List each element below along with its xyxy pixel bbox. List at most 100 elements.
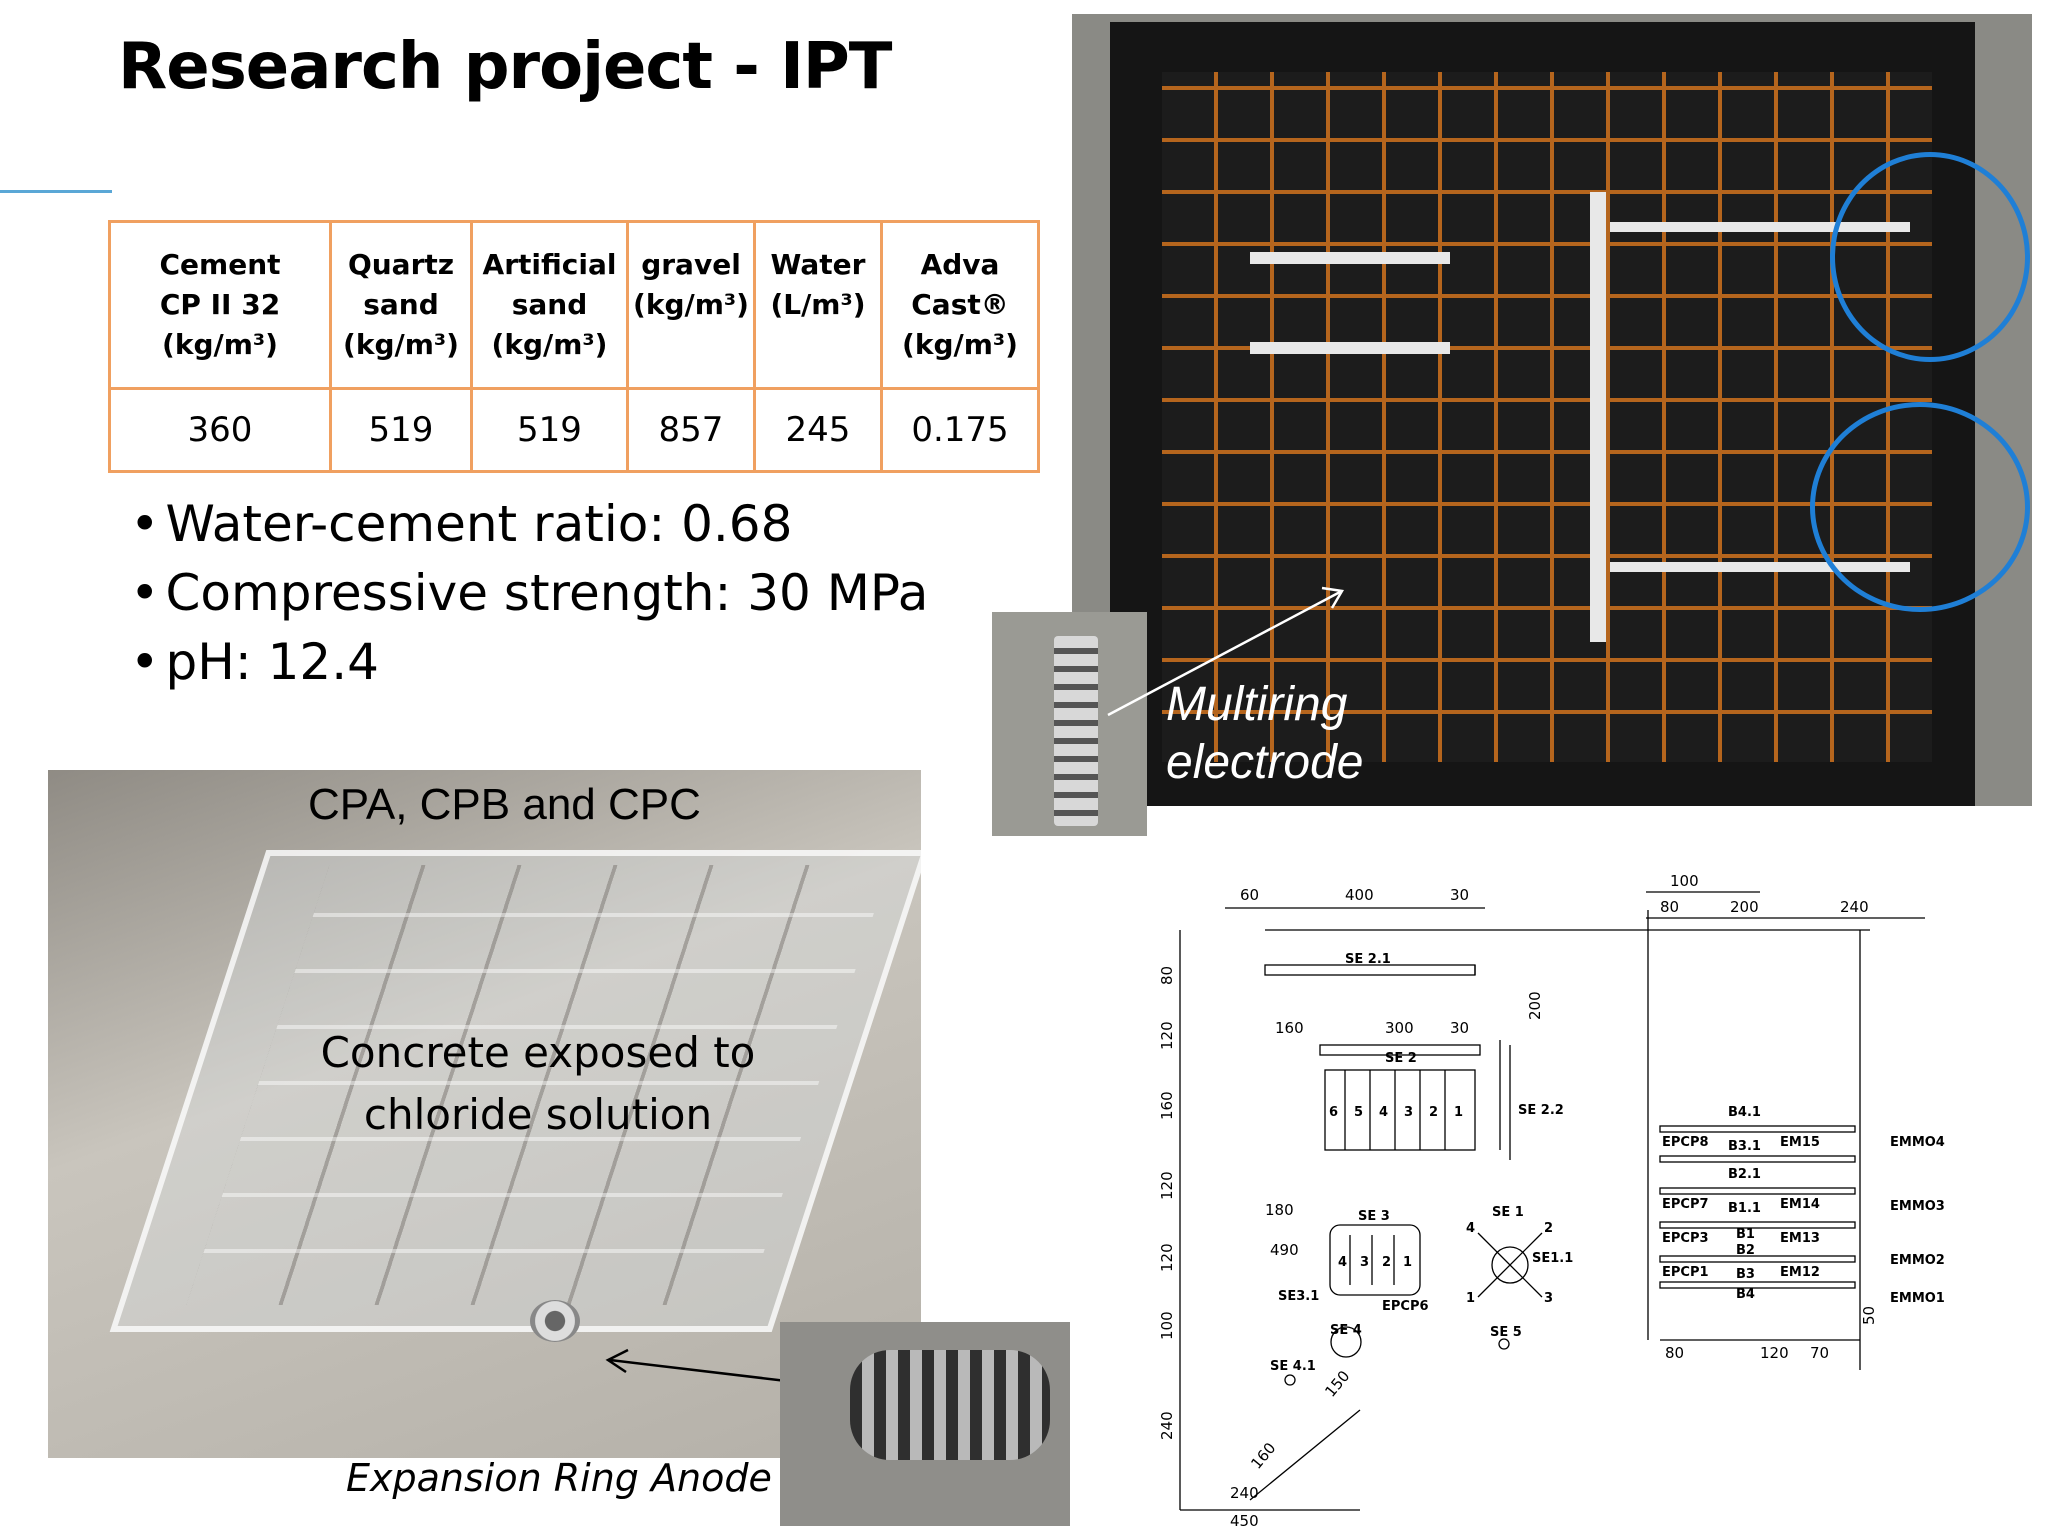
svg-text:120: 120 (1760, 1344, 1789, 1362)
rack-numbers: 6 5 4 3 2 1 4 3 2 1 4 2 1 3 (1329, 1105, 1553, 1306)
svg-text:6: 6 (1329, 1105, 1338, 1120)
svg-text:240: 240 (1230, 1484, 1259, 1502)
svg-text:450: 450 (1230, 1512, 1259, 1530)
svg-text:80: 80 (1158, 966, 1176, 985)
table-header-row: Cement CP II 32 (kg/m³) Quartz sand (kg/… (108, 220, 1040, 390)
svg-text:1: 1 (1403, 1255, 1412, 1270)
svg-text:120: 120 (1158, 1021, 1176, 1050)
svg-text:150: 150 (1321, 1367, 1353, 1401)
svg-text:4: 4 (1338, 1255, 1347, 1270)
svg-text:70: 70 (1810, 1344, 1829, 1362)
svg-text:240: 240 (1840, 898, 1869, 916)
cell-gravel: 857 (626, 387, 756, 473)
svg-text:490: 490 (1270, 1241, 1299, 1259)
svg-text:EMMO4: EMMO4 (1890, 1135, 1945, 1150)
svg-text:SE 2: SE 2 (1385, 1051, 1417, 1066)
svg-text:3: 3 (1404, 1105, 1413, 1120)
sensor-layout-drawing: 60 400 30 100 80 200 240 160 300 30 180 … (1158, 872, 1945, 1530)
header-cement: Cement CP II 32 (kg/m³) (108, 220, 332, 390)
header-artificial-sand: Artificial sand (kg/m³) (470, 220, 629, 390)
svg-text:160: 160 (1275, 1019, 1304, 1037)
svg-text:EPCP8: EPCP8 (1662, 1135, 1709, 1150)
svg-text:B1: B1 (1736, 1227, 1755, 1242)
svg-text:B3: B3 (1736, 1267, 1755, 1282)
svg-text:100: 100 (1670, 872, 1699, 890)
svg-text:240: 240 (1158, 1411, 1176, 1440)
pvc-rail (1590, 192, 1606, 642)
callout-arrow (1107, 586, 1345, 717)
svg-text:50: 50 (1860, 1306, 1878, 1325)
svg-text:B4: B4 (1736, 1287, 1755, 1302)
svg-text:SE 3: SE 3 (1358, 1209, 1390, 1224)
expansion-ring-anode-inset (780, 1322, 1070, 1526)
svg-text:SE 5: SE 5 (1490, 1325, 1522, 1340)
svg-text:SE 2.2: SE 2.2 (1518, 1103, 1564, 1118)
concrete-slab-photo: CPA, CPB and CPC Concrete exposed to chl… (48, 770, 921, 1458)
svg-text:1: 1 (1466, 1291, 1475, 1306)
svg-text:200: 200 (1526, 991, 1544, 1020)
svg-text:B1.1: B1.1 (1728, 1201, 1761, 1216)
svg-text:SE 1: SE 1 (1492, 1205, 1524, 1220)
pvc-rail (1610, 562, 1910, 572)
multiring-electrode-icon (1054, 636, 1098, 826)
svg-text:160: 160 (1158, 1091, 1176, 1120)
svg-text:2: 2 (1544, 1221, 1553, 1236)
concrete-mix-table: Cement CP II 32 (kg/m³) Quartz sand (kg/… (108, 220, 1040, 473)
multiring-callout: Multiring electrode (1166, 678, 1364, 789)
svg-text:EM14: EM14 (1780, 1197, 1820, 1212)
svg-text:2: 2 (1429, 1105, 1438, 1120)
pvc-rail (1610, 222, 1910, 232)
svg-text:4: 4 (1379, 1105, 1388, 1120)
svg-text:3: 3 (1360, 1255, 1369, 1270)
expansion-ring-anode-icon (530, 1300, 580, 1342)
accent-line (0, 190, 112, 193)
svg-text:60: 60 (1240, 886, 1259, 904)
list-item: Compressive strength: 30 MPa (130, 559, 929, 628)
svg-text:EM12: EM12 (1780, 1265, 1820, 1280)
svg-text:B3.1: B3.1 (1728, 1139, 1761, 1154)
header-gravel: gravel (kg/m³) (626, 220, 756, 390)
svg-text:B4.1: B4.1 (1728, 1105, 1761, 1120)
svg-text:EPCP1: EPCP1 (1662, 1265, 1709, 1280)
svg-text:EMMO2: EMMO2 (1890, 1253, 1945, 1268)
svg-text:30: 30 (1450, 1019, 1469, 1037)
svg-text:3: 3 (1544, 1291, 1553, 1306)
test-tank-photo (1072, 14, 2032, 806)
svg-text:EPCP6: EPCP6 (1382, 1299, 1429, 1314)
svg-text:80: 80 (1660, 898, 1679, 916)
svg-text:300: 300 (1385, 1019, 1414, 1037)
svg-text:1: 1 (1454, 1105, 1463, 1120)
svg-text:EMMO1: EMMO1 (1890, 1291, 1945, 1306)
svg-text:SE 2.1: SE 2.1 (1345, 952, 1391, 967)
svg-text:SE 4: SE 4 (1330, 1323, 1362, 1338)
svg-text:80: 80 (1665, 1344, 1684, 1362)
cell-cement: 360 (108, 387, 332, 473)
svg-text:EPCP3: EPCP3 (1662, 1231, 1709, 1246)
rebar-grid (1162, 72, 1932, 762)
svg-text:200: 200 (1730, 898, 1759, 916)
cable-coil (1830, 152, 2030, 362)
svg-text:EM13: EM13 (1780, 1231, 1820, 1246)
svg-text:SE1.1: SE1.1 (1532, 1251, 1573, 1266)
properties-list: Water-cement ratio: 0.68 Compressive str… (130, 490, 929, 697)
svg-text:EPCP7: EPCP7 (1662, 1197, 1709, 1212)
anode-rings-icon (850, 1350, 1050, 1460)
list-item: Water-cement ratio: 0.68 (130, 490, 928, 559)
sensor-labels: SE 2.1 SE 2 SE 2.2 SE 3 SE3.1 EPCP6 SE 1… (1270, 952, 1945, 1374)
pvc-rail (1250, 342, 1450, 354)
svg-text:2: 2 (1382, 1255, 1391, 1270)
mid-dimensions: 160 300 30 180 490 200 (1265, 991, 1544, 1259)
table-row: 360 519 519 857 245 0.175 (108, 387, 1040, 473)
tank-frame (1110, 22, 2030, 806)
left-dimensions: 80 120 160 120 120 100 240 (1158, 966, 1176, 1440)
svg-text:4: 4 (1466, 1221, 1475, 1236)
svg-text:100: 100 (1158, 1311, 1176, 1340)
cell-adva-cast: 0.175 (880, 387, 1040, 473)
cable-coil (1810, 402, 2030, 612)
slab-top-label: CPA, CPB and CPC (308, 780, 701, 829)
multiring-electrode-inset (992, 612, 1147, 836)
svg-text:120: 120 (1158, 1171, 1176, 1200)
pvc-rail (1250, 252, 1450, 264)
header-quartz-sand: Quartz sand (kg/m³) (329, 220, 473, 390)
svg-text:160: 160 (1247, 1439, 1279, 1473)
